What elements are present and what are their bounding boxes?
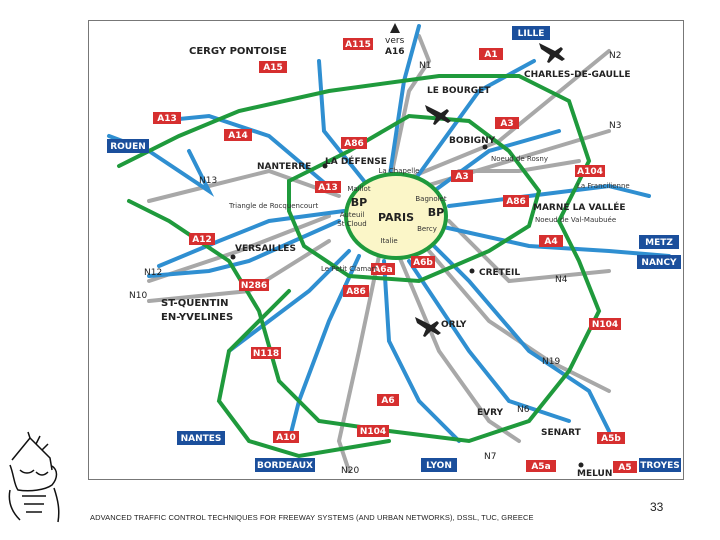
shield-a5a: A5a	[531, 462, 550, 472]
city-charles-de-gaulle: CHARLES-DE-GAULLE	[524, 70, 631, 80]
label-noeud-val-maubuee: Noeud de Val-Maubuée	[535, 216, 616, 224]
city-st-quentin: ST-QUENTIN	[161, 298, 228, 309]
dest-rouen: ROUEN	[110, 142, 146, 152]
shield-n104-east: N104	[592, 320, 618, 330]
city-melun: MELUN	[577, 469, 612, 479]
dest-metz: METZ	[645, 238, 673, 248]
airport-cdg-icon	[539, 43, 565, 63]
label-n12: N12	[144, 268, 162, 278]
airport-le-bourget-icon	[425, 105, 451, 125]
dest-nantes: NANTES	[181, 434, 222, 444]
shield-n286: N286	[241, 281, 267, 291]
city-creteil: CRETEIL	[479, 268, 520, 278]
place-italie: Italie	[380, 237, 397, 245]
label-n4: N4	[555, 275, 568, 285]
city-dots	[230, 144, 584, 468]
city-dot-la-defense	[322, 163, 328, 169]
bp-label-west: BP	[351, 196, 367, 209]
label-la-francilienne: La Francilienne	[577, 182, 630, 190]
label-n13: N13	[199, 176, 217, 186]
city-dot-versailles	[230, 254, 236, 260]
city-en-yvelines: EN-YVELINES	[161, 312, 233, 323]
city-dot-creteil	[469, 268, 475, 274]
city-nanterre: NANTERRE	[257, 162, 311, 172]
shield-a104: A104	[577, 167, 603, 177]
airport-icons	[415, 43, 565, 337]
ring-motorways	[117, 74, 602, 459]
motorway-shields: A115 A16 A1 A15 A13 A14 A86 A3 A104 A86 …	[153, 38, 637, 473]
label-petit-clamart: Le Petit Clamart	[321, 265, 377, 273]
label-n2: N2	[609, 51, 621, 61]
dest-lille: LILLE	[518, 29, 545, 39]
label-n6: N6	[517, 405, 530, 415]
shield-a115: A115	[345, 40, 371, 50]
paris-road-map: PARIS BP BP La Chapelle Bagnolet Maillot…	[107, 23, 681, 479]
place-st-cloud: St Cloud	[337, 220, 366, 228]
dest-bordeaux: BORDEAUX	[257, 461, 313, 471]
city-versailles: VERSAILLES	[235, 244, 296, 254]
label-n19: N19	[542, 357, 560, 367]
label-n3: N3	[609, 121, 621, 131]
city-dot-bobigny	[482, 144, 488, 150]
tuc-logo	[8, 431, 60, 523]
city-labels: CERGY PONTOISE LE BOURGET CHARLES-DE-GAU…	[161, 46, 631, 479]
shield-a6a: A6a	[373, 265, 392, 275]
city-evry: EVRY	[477, 408, 504, 418]
bp-label-east: BP	[428, 206, 444, 219]
shield-a5: A5	[618, 463, 631, 473]
shield-a15: A15	[263, 63, 283, 73]
shield-a6: A6	[381, 396, 394, 406]
label-noeud-rosny: Noeud de Rosny	[491, 155, 548, 163]
label-n7: N7	[484, 452, 496, 462]
shield-a4: A4	[544, 237, 557, 247]
paris-center-area	[344, 172, 448, 260]
north-arrow-icon	[390, 23, 400, 33]
label-n1: N1	[419, 61, 431, 71]
shield-a86-south: A86	[346, 287, 366, 297]
shield-a86-north: A86	[344, 139, 364, 149]
city-dot-melun	[578, 462, 584, 468]
city-la-defense: LA DÉFENSE	[325, 155, 387, 167]
city-senart: SENART	[541, 428, 582, 438]
label-n20: N20	[341, 466, 359, 476]
city-marne-la-vallee: MARNE LA VALLÉE	[533, 201, 626, 213]
shield-a10: A10	[276, 433, 296, 443]
shield-a86-east: A86	[506, 197, 526, 207]
vers-label: vers	[385, 36, 405, 46]
shield-a13-inner: A13	[318, 183, 338, 193]
footer-text: ADVANCED TRAFFIC CONTROL TECHNIQUES FOR …	[90, 513, 534, 522]
shield-n118: N118	[253, 349, 279, 359]
page-number: 33	[650, 500, 664, 514]
city-le-bourget: LE BOURGET	[427, 86, 491, 96]
shield-a3-north: A3	[500, 119, 513, 129]
place-la-chapelle: La Chapelle	[379, 167, 420, 175]
place-maillot: Maillot	[347, 185, 370, 193]
dest-troyes: TROYES	[640, 461, 680, 471]
dest-lyon: LYON	[426, 461, 452, 471]
label-n10: N10	[129, 291, 147, 301]
place-bercy: Bercy	[417, 225, 437, 233]
national-road-labels: N1 N2 N3 N13 N12 N10 N4 N19 N6 N7 N20	[129, 51, 621, 476]
shield-a1: A1	[484, 50, 497, 60]
shield-a6b: A6b	[413, 258, 433, 268]
shield-n104-south: N104	[360, 427, 386, 437]
place-auteuil: Auteuil	[340, 211, 365, 219]
label-triangle-rocquencourt: Triangle de Rocquencourt	[228, 202, 318, 210]
city-cergy-pontoise: CERGY PONTOISE	[189, 46, 287, 57]
airport-orly-icon	[415, 317, 441, 337]
place-bagnolet: Bagnolet	[415, 195, 447, 203]
shield-a5b: A5b	[601, 434, 621, 444]
shield-a13-west: A13	[157, 114, 177, 124]
small-labels: Triangle de Rocquencourt Noeud de Rosny …	[228, 155, 630, 273]
shield-a14: A14	[228, 131, 248, 141]
dest-nancy: NANCY	[641, 258, 677, 268]
map-panel: PARIS BP BP La Chapelle Bagnolet Maillot…	[88, 20, 684, 480]
paris-label: PARIS	[378, 211, 414, 224]
city-orly: ORLY	[441, 320, 467, 330]
destination-boxes: LILLE ROUEN METZ NANCY NANTES BORDEAUX L…	[107, 26, 681, 472]
shield-a12: A12	[192, 235, 212, 245]
shield-a16: A16	[385, 47, 405, 57]
shield-a3-inner: A3	[455, 172, 468, 182]
city-bobigny: BOBIGNY	[449, 136, 496, 146]
